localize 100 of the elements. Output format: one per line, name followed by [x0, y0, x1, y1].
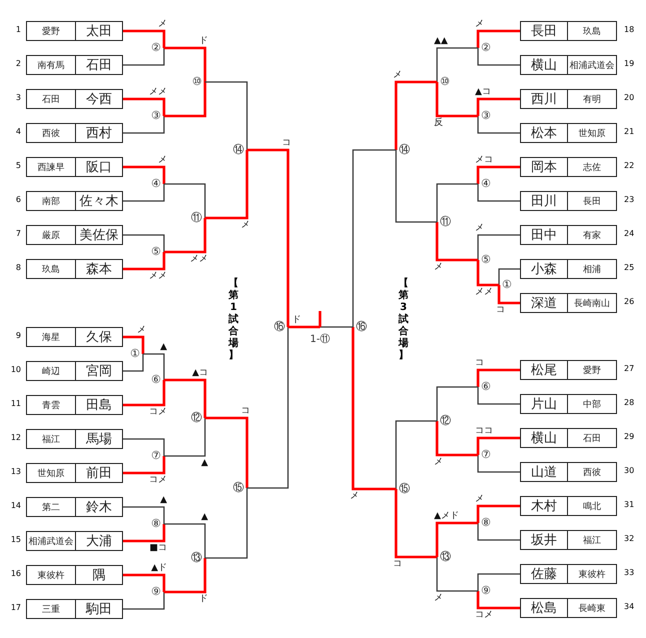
bracket-line	[476, 30, 520, 48]
edge-label: メメ	[475, 288, 493, 297]
match-number: ①	[499, 277, 517, 293]
edge-label: ▲メド	[434, 512, 459, 521]
match-number: ⑫	[437, 413, 455, 429]
entry-number: 3	[14, 93, 21, 102]
entry-number: 28	[624, 398, 636, 407]
edge-label: コメ	[149, 408, 167, 417]
edge-label: メ	[350, 492, 359, 501]
match-number: ⑭	[229, 142, 247, 158]
school-name: 第二	[27, 498, 76, 516]
edge-label: ▲ド	[151, 564, 167, 573]
bracket-line	[477, 116, 520, 134]
entry-number: 5	[14, 161, 21, 170]
bracket-line	[476, 166, 520, 184]
bracket-line	[352, 149, 396, 327]
school-name: 相浦武道会	[27, 532, 76, 550]
match-number: ⑦	[478, 447, 496, 463]
school-name: 福江	[582, 534, 602, 548]
bracket-line	[123, 506, 165, 524]
school-name: 海星	[27, 328, 76, 346]
entry-number: 12	[10, 433, 21, 442]
school-name: 愛野	[582, 364, 602, 378]
player-name: 太田	[85, 23, 113, 40]
bracket-line	[164, 523, 206, 558]
bracket-line	[123, 574, 166, 592]
edge-label: ココ	[475, 427, 493, 436]
edge-label: メ	[434, 263, 443, 272]
player-name: 長田	[521, 22, 568, 40]
entry-number: 29	[624, 432, 636, 441]
bracket-line	[123, 184, 165, 202]
match-number: 1-⑪	[300, 327, 340, 349]
entry-number: 31	[624, 500, 636, 509]
bracket-line	[123, 592, 165, 610]
player-name: 大浦	[85, 533, 113, 550]
bracket-line	[123, 380, 166, 406]
entry-number: 2	[14, 59, 21, 68]
school-name: 玖島	[582, 26, 602, 38]
edge-label: ▲コ	[475, 88, 491, 97]
player-name: 前田	[85, 465, 113, 482]
school-name: 志佐	[582, 162, 602, 174]
entry-number: 18	[624, 25, 636, 34]
bracket-line	[477, 184, 520, 202]
match-number: ⑪	[187, 210, 205, 226]
entry-number: 13	[10, 467, 21, 476]
bracket-line	[123, 336, 144, 354]
school-name: 有明	[582, 94, 602, 106]
player-name: 阪口	[85, 159, 113, 176]
match-number: ⑬	[187, 550, 205, 566]
player-name: 松島	[521, 599, 568, 617]
edge-label: ■コ	[149, 544, 167, 553]
edge-label: コメ	[149, 476, 167, 485]
bracket-line	[288, 326, 320, 328]
match-number: ⑮	[396, 481, 414, 497]
bracket-line	[123, 438, 165, 456]
bracket-line	[498, 268, 520, 285]
player-name: 宮岡	[85, 363, 113, 380]
edge-label: ド	[199, 37, 208, 46]
match-number: ⑯	[353, 319, 371, 335]
player-name: 馬場	[85, 431, 113, 448]
match-number: ②	[146, 40, 164, 56]
bracket-line	[477, 455, 520, 473]
match-number: ④	[478, 176, 496, 192]
bracket-line	[164, 218, 206, 254]
bracket-line	[436, 557, 478, 592]
bracket-line	[352, 327, 396, 490]
player-name: 山道	[521, 463, 568, 481]
player-name: 隅	[92, 567, 106, 584]
school-name: 中部	[582, 398, 602, 412]
bracket-line	[123, 524, 166, 542]
player-name: 片山	[521, 395, 568, 413]
school-name: 崎辺	[27, 362, 76, 380]
player-name: 岡本	[521, 158, 568, 176]
school-name: 愛野	[27, 22, 76, 40]
entry-number: 8	[14, 263, 21, 272]
match-number: ②	[478, 40, 496, 56]
bracket-line	[143, 353, 165, 380]
match-number: ⑦	[146, 448, 164, 464]
entry-number: 25	[624, 263, 636, 272]
match-number: ⑩	[437, 74, 455, 90]
school-name: 南有馬	[27, 56, 76, 74]
bracket-line	[436, 82, 478, 118]
entry-number: 7	[14, 229, 21, 238]
player-name: 坂井	[521, 531, 568, 549]
edge-label: コ	[393, 560, 402, 569]
match-number: ⑯	[270, 319, 288, 335]
bracket-line	[436, 47, 478, 82]
player-name: 西川	[521, 90, 568, 108]
player-name: 佐々木	[78, 193, 120, 210]
bracket-line	[123, 48, 165, 66]
match-number: ⑧	[478, 515, 496, 531]
match-number: ⑥	[478, 379, 496, 395]
entry-number: 33	[624, 568, 636, 577]
edge-label: メ	[475, 495, 484, 504]
player-name: 鈴木	[85, 499, 113, 516]
bracket-line	[436, 386, 478, 421]
match-number: ⑩	[187, 74, 205, 90]
edge-label: メ	[434, 594, 443, 603]
bracket-line	[164, 46, 206, 82]
bracket-line	[395, 420, 437, 489]
